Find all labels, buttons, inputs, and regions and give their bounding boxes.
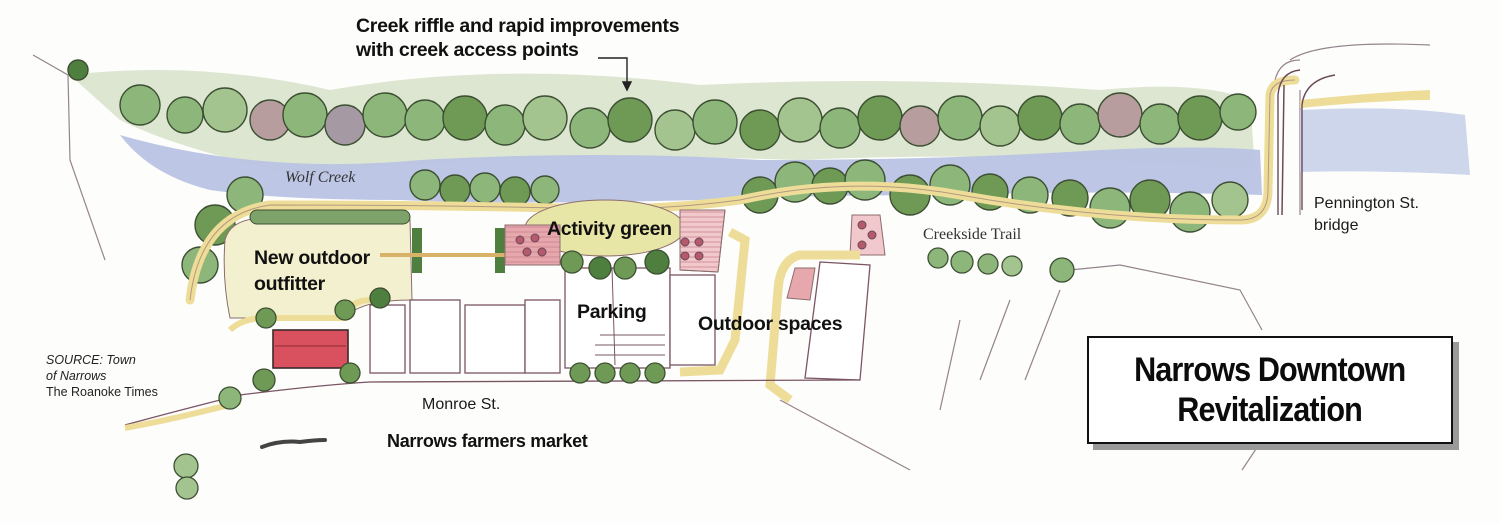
creekside-trail-label: Creekside Trail [923,226,1022,243]
title-line2: Revitalization [1177,391,1364,429]
source-credit: SOURCE: Town of Narrows The Roanoke Time… [46,352,158,400]
title-box: Narrows Downtown Revitalization [1087,336,1453,444]
creek-east [1300,108,1470,175]
north-bank-trees [67,59,1257,151]
street-trees [173,247,1075,500]
wolf-creek-label: Wolf Creek [285,169,356,186]
monroe-st-label: Monroe St. [422,396,501,413]
new-outfitter-label: New outdoor outfitter [254,247,370,295]
callout-label: Creek riffle and rapid improvements with… [356,15,680,62]
parking-label: Parking [577,301,647,323]
farmers-market-marker [260,438,327,449]
source-line2: of Narrows [46,369,107,383]
outdoor-spaces-label: Outdoor spaces [698,313,843,335]
callout-line2: with creek access points [356,39,579,62]
source-line1: SOURCE: Town [46,353,136,367]
activity-green-label: Activity green [547,218,672,240]
callout-line1: Creek riffle and rapid improvements [356,15,680,37]
building-outlines [369,261,871,381]
callout-arrow-icon [598,57,633,92]
farmers-market-label: Narrows farmers market [387,431,588,451]
pennington-bridge [1277,69,1336,215]
plaza-planters [515,220,877,261]
outdoor-spaces-path [679,228,750,377]
parking-stripes [595,267,665,366]
publisher: The Roanoke Times [46,385,158,399]
title-line1: Narrows Downtown [1134,351,1406,389]
pennington-bridge-label: Pennington St. bridge [1314,195,1419,234]
property-lines [32,43,1431,471]
outfitter-building [272,329,349,369]
